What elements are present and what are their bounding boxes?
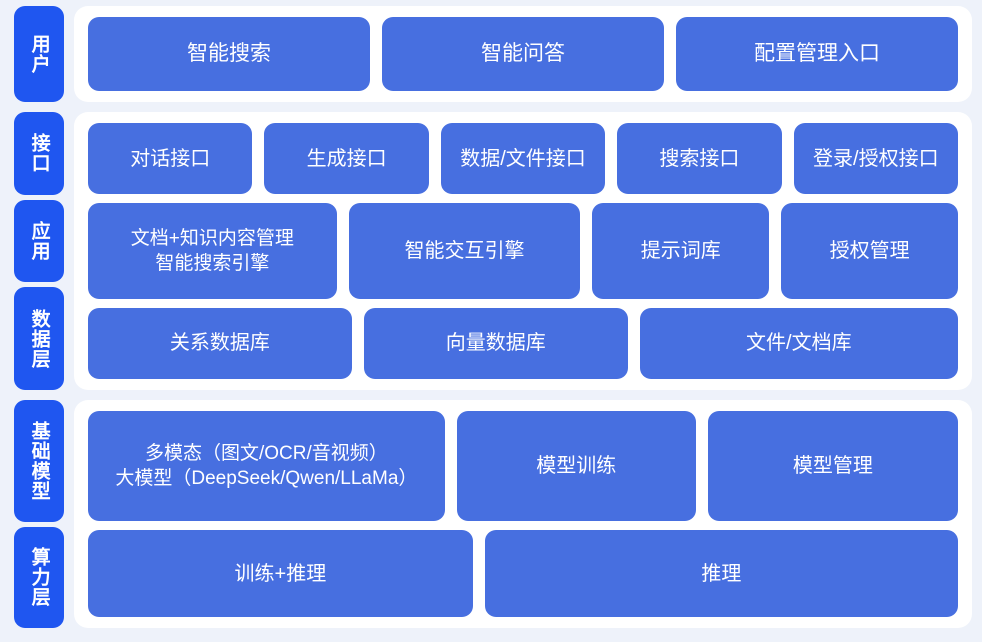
row-data: 关系数据库 向量数据库 文件/文档库 — [88, 307, 958, 379]
section-middle: 接口 应用 数据层 对话接口 生成接口 数据/文件接口 搜索接口 登录/授权接口… — [0, 112, 982, 391]
box-login-auth-api[interactable]: 登录/授权接口 — [793, 123, 959, 195]
box-authorization-management[interactable]: 授权管理 — [781, 203, 958, 299]
layer-tag-user: 用户 — [14, 6, 64, 102]
layer-tag-base-model: 基础模型 — [14, 400, 64, 522]
layer-tag-compute: 算力层 — [14, 526, 64, 628]
section-users: 用户 智能搜索 智能问答 配置管理入口 — [0, 6, 982, 102]
box-doc-knowledge-management[interactable]: 文档+知识内容管理 智能搜索引擎 — [88, 203, 337, 299]
box-relational-database[interactable]: 关系数据库 — [88, 307, 352, 379]
tag-column-middle: 接口 应用 数据层 — [14, 112, 64, 391]
tag-column-base: 基础模型 算力层 — [14, 400, 64, 628]
box-smart-qa[interactable]: 智能问答 — [382, 17, 664, 91]
layer-tag-data: 数据层 — [14, 287, 64, 391]
box-training-inference[interactable]: 训练+推理 — [88, 530, 473, 618]
panel-middle: 对话接口 生成接口 数据/文件接口 搜索接口 登录/授权接口 文档+知识内容管理… — [74, 112, 972, 390]
box-config-management-entry[interactable]: 配置管理入口 — [676, 17, 958, 91]
row-users: 智能搜索 智能问答 配置管理入口 — [88, 17, 958, 91]
box-vector-database[interactable]: 向量数据库 — [363, 307, 628, 379]
box-file-document-store[interactable]: 文件/文档库 — [639, 307, 958, 379]
box-multimodal-large-model[interactable]: 多模态（图文/OCR/音视频） 大模型（DeepSeek/Qwen/LLaMa） — [88, 411, 445, 522]
panel-users: 智能搜索 智能问答 配置管理入口 — [74, 6, 972, 102]
row-compute: 训练+推理 推理 — [88, 530, 958, 618]
box-smart-search[interactable]: 智能搜索 — [88, 17, 370, 91]
box-search-api[interactable]: 搜索接口 — [617, 123, 782, 195]
box-generation-api[interactable]: 生成接口 — [264, 123, 429, 195]
tag-column-users: 用户 — [14, 6, 64, 102]
panel-base: 多模态（图文/OCR/音视频） 大模型（DeepSeek/Qwen/LLaMa）… — [74, 400, 972, 628]
layer-tag-interface: 接口 — [14, 112, 64, 195]
box-inference[interactable]: 推理 — [484, 530, 958, 618]
row-application: 文档+知识内容管理 智能搜索引擎 智能交互引擎 提示词库 授权管理 — [88, 203, 958, 299]
box-data-file-api[interactable]: 数据/文件接口 — [440, 123, 606, 195]
row-interface: 对话接口 生成接口 数据/文件接口 搜索接口 登录/授权接口 — [88, 123, 959, 195]
box-model-training[interactable]: 模型训练 — [456, 411, 696, 522]
box-prompt-library[interactable]: 提示词库 — [592, 203, 770, 299]
box-model-management[interactable]: 模型管理 — [707, 411, 958, 522]
row-base-model: 多模态（图文/OCR/音视频） 大模型（DeepSeek/Qwen/LLaMa）… — [88, 411, 958, 522]
layer-tag-application: 应用 — [14, 199, 64, 283]
box-smart-interaction-engine[interactable]: 智能交互引擎 — [348, 203, 581, 299]
section-base: 基础模型 算力层 多模态（图文/OCR/音视频） 大模型（DeepSeek/Qw… — [0, 400, 982, 628]
box-dialog-api[interactable]: 对话接口 — [88, 123, 253, 195]
